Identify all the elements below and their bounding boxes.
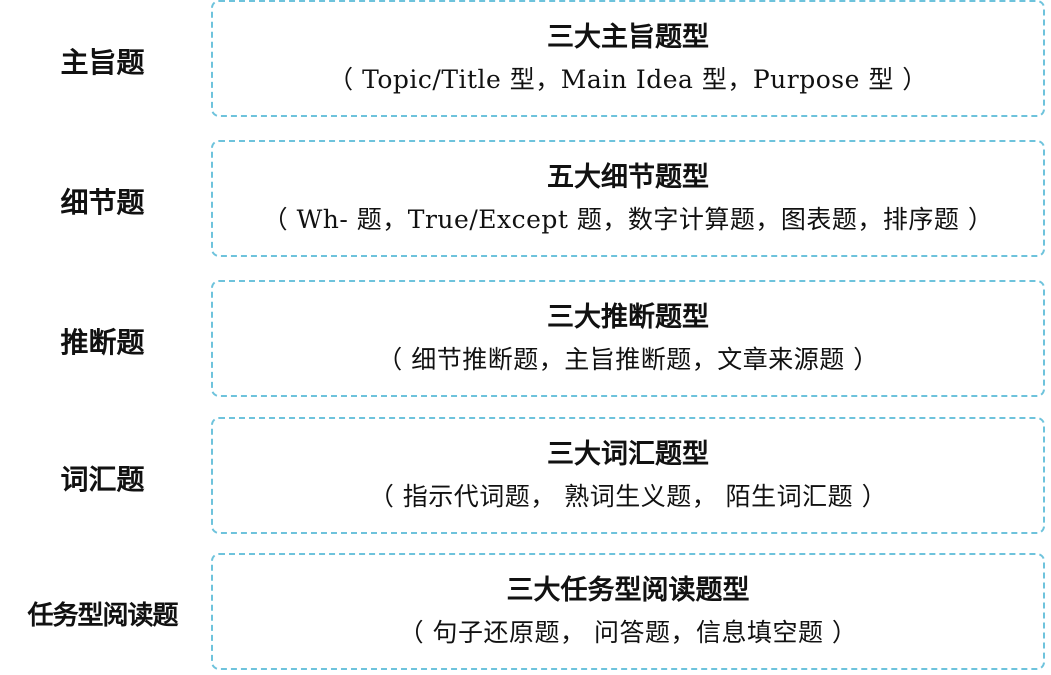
category-box: 三大推断题型 （ 细节推断题，主旨推断题，文章来源题 ） (211, 280, 1045, 397)
row-detail: 细节题 五大细节题型 （ Wh- 题，True/Except 题，数字计算题，图… (0, 140, 1051, 261)
box-title: 三大任务型阅读题型 (506, 574, 750, 606)
category-box: 三大主旨题型 （ Topic/Title 型，Main Idea 型，Purpo… (211, 0, 1045, 117)
box-subtitle: （ Wh- 题，True/Except 题，数字计算题，图表题，排序题 ） (262, 204, 994, 234)
box-title: 五大细节题型 (547, 161, 709, 193)
row-main-idea: 主旨题 三大主旨题型 （ Topic/Title 型，Main Idea 型，P… (0, 0, 1051, 121)
box-subtitle: （ Topic/Title 型，Main Idea 型，Purpose 型 ） (328, 64, 928, 94)
row-label: 推断题 (60, 325, 145, 359)
box-subtitle: （ 指示代词题， 熟词生义题， 陌生词汇题 ） (368, 481, 888, 511)
row-label: 词汇题 (60, 462, 145, 496)
row-task-reading: 任务型阅读题 三大任务型阅读题型 （ 句子还原题， 问答题，信息填空题 ） (0, 553, 1051, 674)
box-title: 三大主旨题型 (547, 21, 709, 53)
box-title: 三大推断题型 (547, 301, 709, 333)
row-inference: 推断题 三大推断题型 （ 细节推断题，主旨推断题，文章来源题 ） (0, 280, 1051, 401)
category-box: 三大任务型阅读题型 （ 句子还原题， 问答题，信息填空题 ） (211, 553, 1045, 670)
row-label: 任务型阅读题 (27, 601, 178, 631)
category-box: 五大细节题型 （ Wh- 题，True/Except 题，数字计算题，图表题，排… (211, 140, 1045, 257)
row-label: 细节题 (60, 185, 145, 219)
box-title: 三大词汇题型 (547, 438, 709, 470)
category-box: 三大词汇题型 （ 指示代词题， 熟词生义题， 陌生词汇题 ） (211, 417, 1045, 534)
row-label: 主旨题 (60, 45, 145, 79)
box-subtitle: （ 句子还原题， 问答题，信息填空题 ） (398, 617, 858, 647)
box-subtitle: （ 细节推断题，主旨推断题，文章来源题 ） (377, 344, 879, 374)
row-vocabulary: 词汇题 三大词汇题型 （ 指示代词题， 熟词生义题， 陌生词汇题 ） (0, 417, 1051, 538)
